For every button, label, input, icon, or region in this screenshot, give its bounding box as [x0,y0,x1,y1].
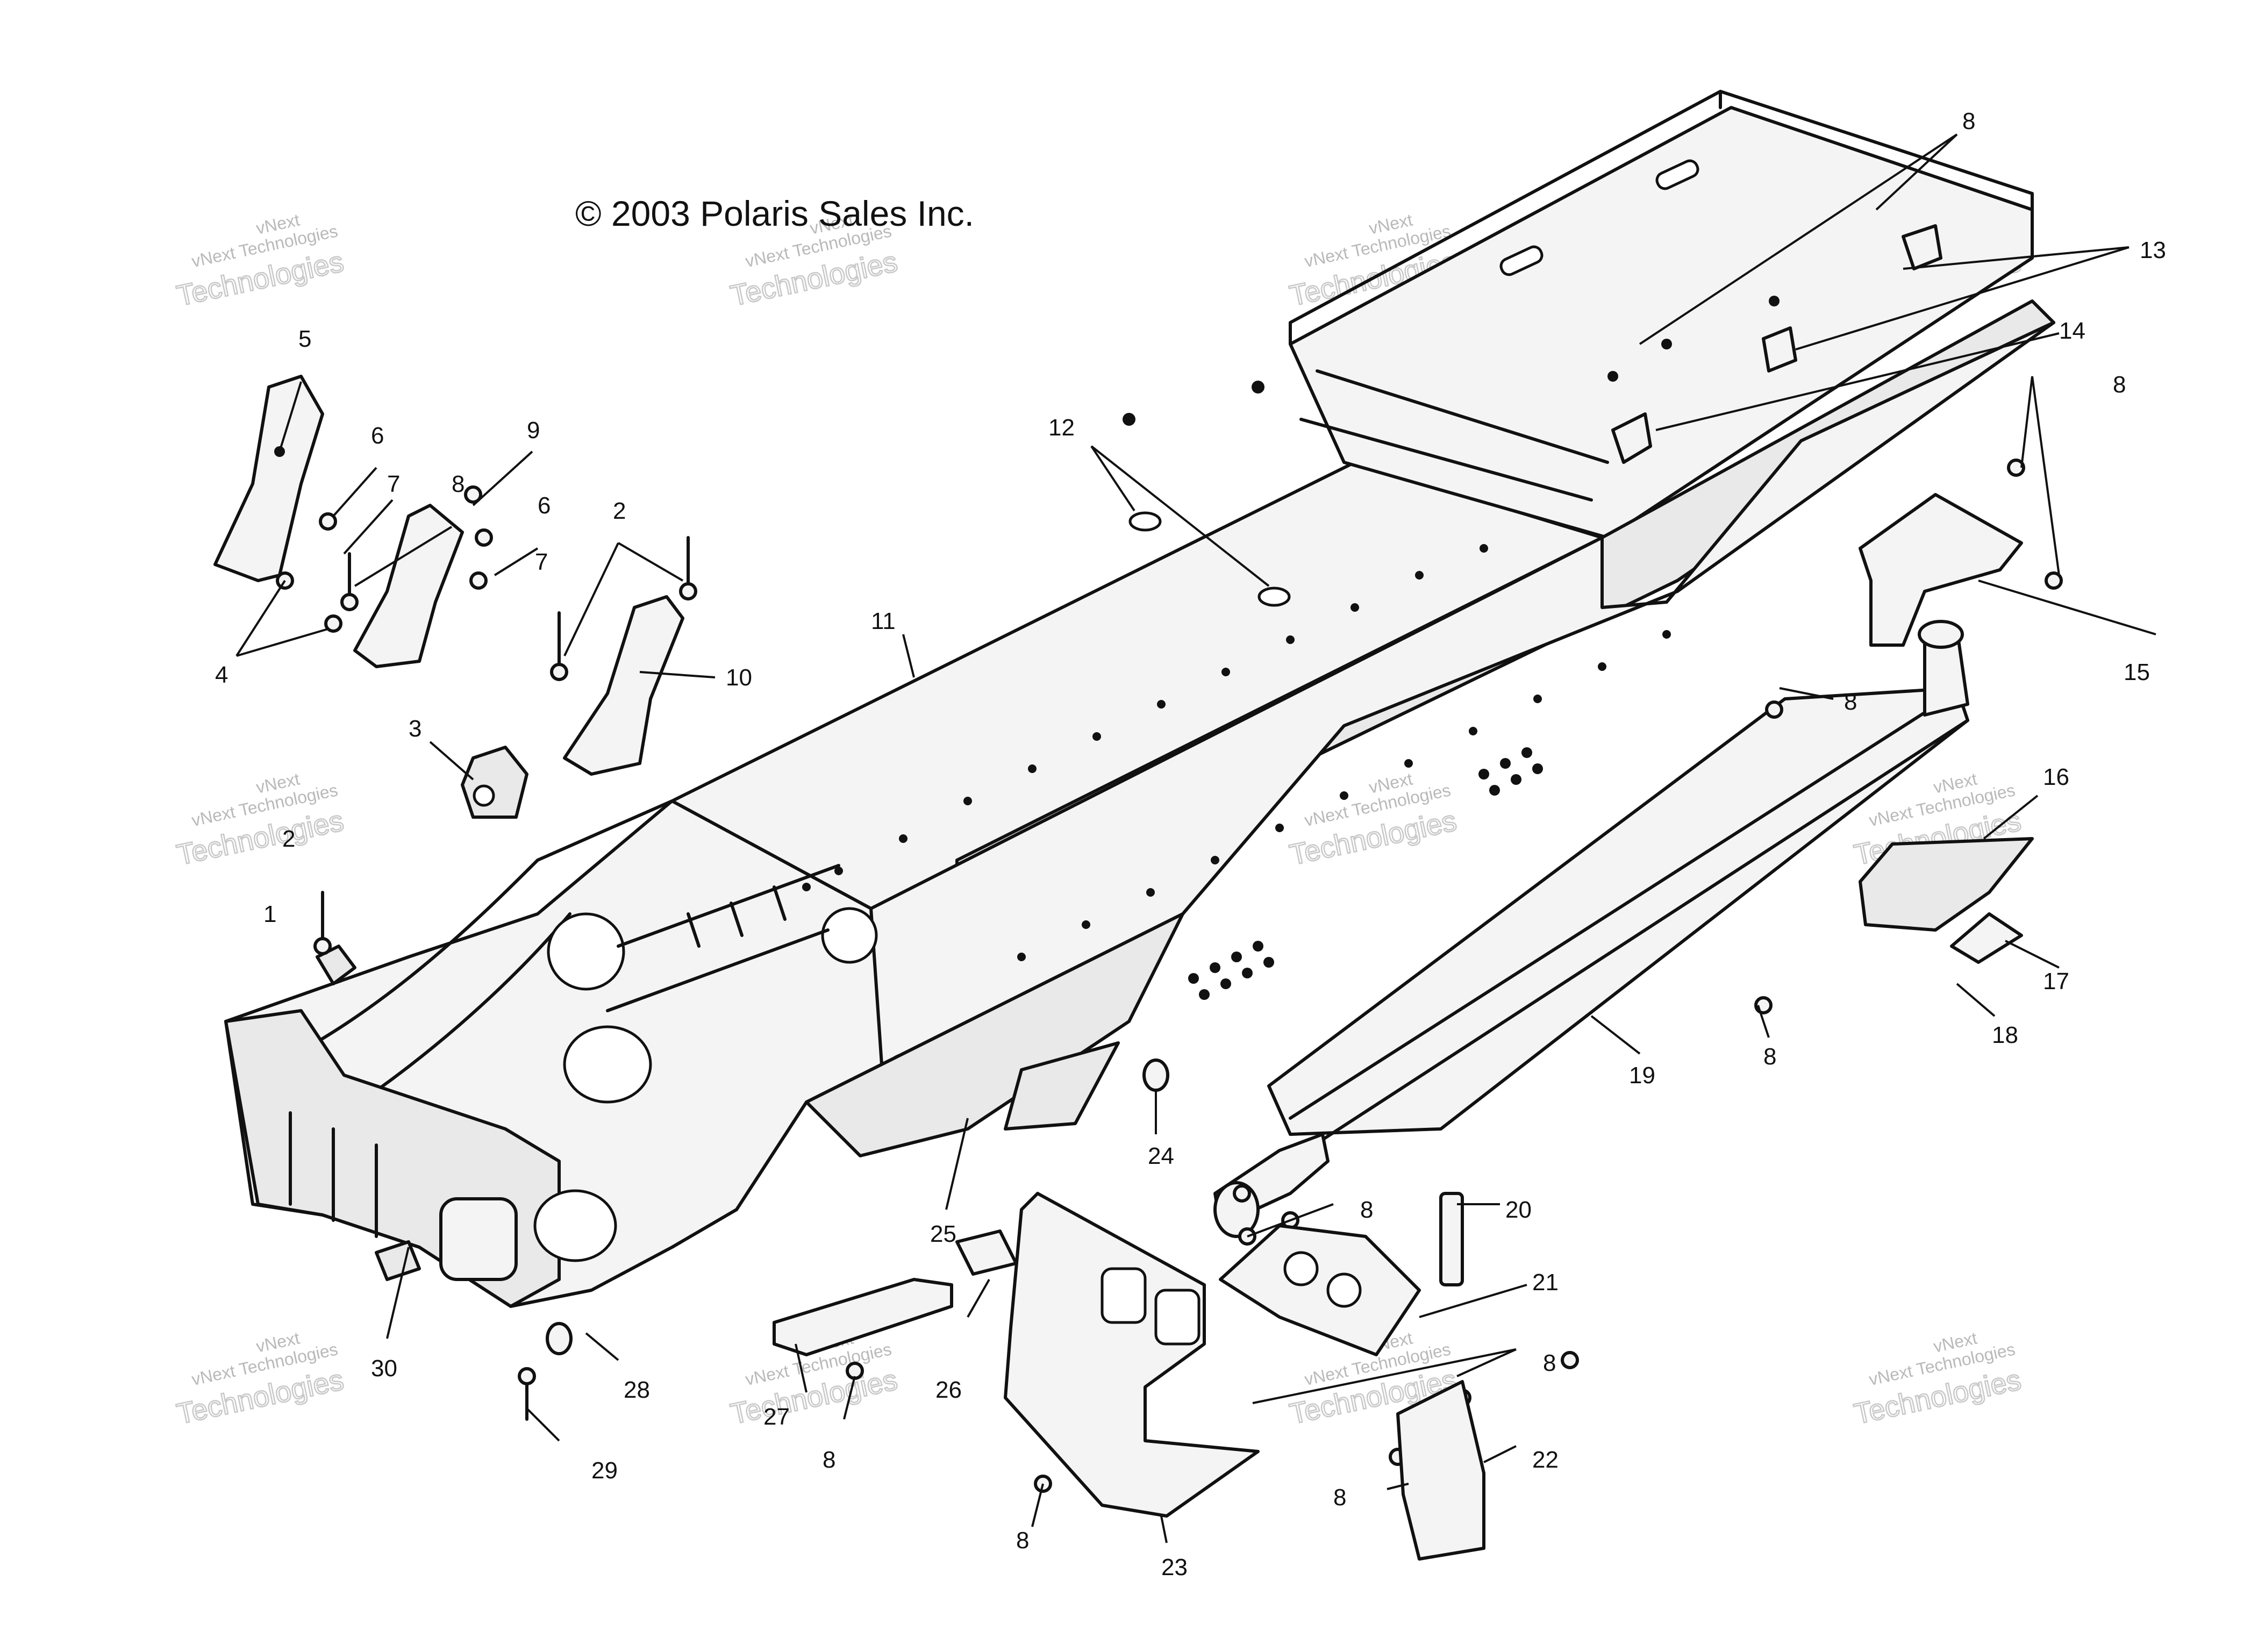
callout-10: 10 [726,664,752,691]
panel-window [1101,1267,1147,1324]
callout-8: 8 [823,1447,835,1473]
callout-5: 5 [298,326,311,352]
footrest-ledge [805,912,1184,1157]
part-25-bracket [1004,1041,1120,1131]
part-26-block [955,1229,1018,1276]
running-board-tube [1321,719,1969,1141]
rear-tray-panel [1289,106,2034,539]
bulkhead-hole [533,1189,617,1262]
tunnel-brackets [687,885,787,948]
watermark: vNext vNext Technologies Technologies [1850,1328,2024,1432]
part-3-mount [461,746,528,819]
tube-cap [1918,620,1964,649]
callout-22: 22 [1532,1447,1559,1473]
loose-parts [213,375,2063,1561]
callout-7: 7 [387,471,400,497]
rivet-12 [1128,511,1162,532]
part-20-strap [1439,1192,1464,1286]
watermark: vNext vNext Technologies Technologies [173,769,347,873]
callout-25: 25 [930,1221,956,1247]
callout-8: 8 [1333,1484,1346,1511]
tray-slot [1655,159,1699,190]
bumper-block [439,1197,518,1281]
callout-8: 8 [1962,108,1975,134]
chassis-frame [224,90,2055,1308]
callout-6: 6 [538,492,551,519]
callout-labels: 8 13 14 8 12 5 6 7 8 9 6 7 2 11 4 10 15 … [215,108,2166,1581]
callout-8: 8 [1543,1350,1556,1376]
callout-21: 21 [1532,1269,1559,1296]
part-14-clip [1611,412,1652,464]
rear-tray-seam [1316,369,1609,464]
part-24-plug [1142,1059,1169,1092]
callout-8: 8 [2113,371,2126,398]
callout-13: 13 [2140,237,2166,263]
part-15-bracket [1859,493,2023,647]
callout-18: 18 [1992,1022,2018,1048]
callout-9: 9 [527,417,540,444]
part-1-clamp [316,945,356,985]
callout-27: 27 [763,1404,790,1430]
callout-8: 8 [1360,1197,1373,1223]
bulkhead-hole [563,1025,652,1104]
callout-2: 2 [613,498,626,524]
callout-29: 29 [591,1457,618,1484]
leader-lines [235,133,2156,1543]
callout-20: 20 [1505,1197,1532,1223]
callout-3: 3 [409,716,421,742]
part-5-bracket [213,375,324,582]
rear-tray-seam [1299,418,1593,502]
watermark: vNext vNext Technologies Technologies [1286,769,1460,873]
callout-23: 23 [1161,1554,1188,1581]
callout-15: 15 [2124,659,2150,685]
callout-8: 8 [1016,1527,1029,1554]
bulkhead-hole [547,912,625,991]
callout-26: 26 [935,1377,962,1403]
panel-window [1154,1289,1201,1346]
callout-8: 8 [1844,689,1857,715]
callout-4: 4 [215,662,228,688]
callout-2: 2 [282,826,295,852]
watermark: vNext vNext Technologies Technologies [173,1328,347,1432]
callout-30: 30 [371,1355,397,1382]
rear-tray-wall [1289,90,2034,346]
callout-19: 19 [1629,1062,1655,1089]
part-30-clip [375,1240,421,1281]
copyright-text: © 2003 Polaris Sales Inc. [575,194,974,233]
callout-28: 28 [624,1377,650,1403]
bumper-ribs [289,1111,378,1238]
callout-12: 12 [1048,414,1075,441]
part-21-plate [1219,1224,1421,1356]
part-17-bar [1950,912,2023,964]
running-board-19 [1213,620,1969,1238]
part-13-latch [1902,224,1942,270]
callout-11: 11 [871,608,896,634]
part-13-latch [1762,326,1797,373]
part-16-step [1859,837,2034,932]
part-10-bracket [563,595,684,776]
part-27-plate [773,1278,953,1356]
part-23-panel [1004,1192,1260,1518]
callout-17: 17 [2043,968,2069,995]
callout-14: 14 [2059,318,2085,344]
tunnel-crossbar [606,864,840,1012]
watermark: vNext vNext Technologies Technologies [173,210,347,313]
rivet-12 [1257,587,1291,607]
callout-1: 1 [263,901,276,927]
callout-6: 6 [371,423,384,449]
callout-8: 8 [452,471,465,497]
running-board-tube [1289,697,1948,1120]
part-28-plug [546,1322,573,1355]
tunnel-hole-pattern [802,296,1780,1000]
part-9-bracket [353,504,464,668]
bulkhead-hole [821,907,878,964]
callout-7: 7 [535,549,548,575]
callout-8: 8 [1763,1043,1776,1070]
tray-slot [1499,245,1544,276]
part-22-guard [1396,1380,1485,1561]
callout-24: 24 [1148,1143,1174,1169]
callout-16: 16 [2043,764,2069,790]
